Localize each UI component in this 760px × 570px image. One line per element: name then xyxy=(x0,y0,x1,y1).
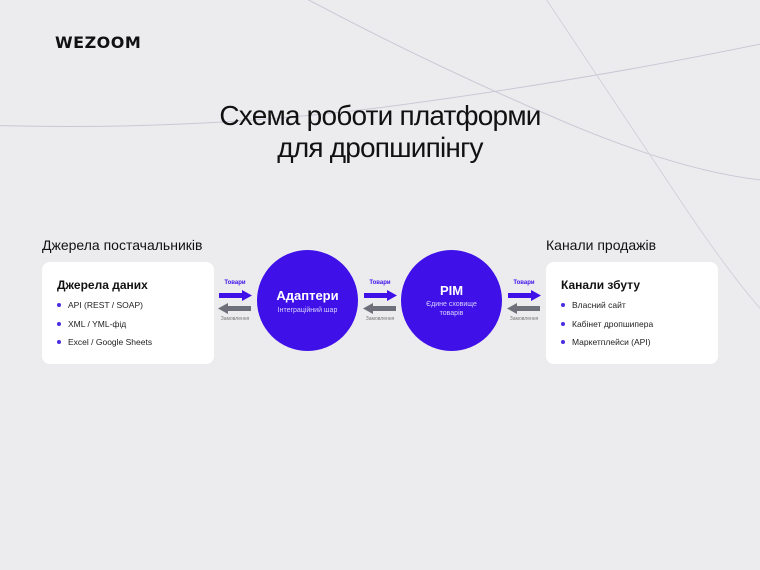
data-sources-title: Джерела даних xyxy=(57,278,148,292)
arrow-pair-sources-adapters: Товари Замовлення xyxy=(216,280,254,325)
adapters-title: Адаптери xyxy=(276,288,339,303)
sales-channels-list: Власний сайт Кабінет дропшипера Маркетпл… xyxy=(561,300,653,356)
back-arrow-label: Замовлення xyxy=(365,316,395,322)
title-line-2: для дропшипінгу xyxy=(277,132,483,163)
arrow-pair-adapters-pim: Товари Замовлення xyxy=(361,280,399,325)
pim-node: PIM Єдине сховище товарів xyxy=(401,250,502,351)
back-arrow-label: Замовлення xyxy=(509,316,539,322)
arrow-pair-icon xyxy=(363,290,397,314)
list-item: Excel / Google Sheets xyxy=(57,337,152,356)
adapters-subtitle: Інтеграційний шар xyxy=(277,307,338,314)
forward-arrow-label: Товари xyxy=(224,280,246,286)
adapters-node: Адаптери Інтеграційний шар xyxy=(257,250,358,351)
arrow-pair-icon xyxy=(507,290,541,314)
page-title: Схема роботи платформи для дропшипінгу xyxy=(0,100,760,164)
data-sources-card: Джерела даних API (REST / SOAP) XML / YM… xyxy=(42,262,214,364)
arrow-pair-icon xyxy=(218,290,252,314)
title-line-1: Схема роботи платформи xyxy=(219,100,541,131)
sales-channels-card: Канали збуту Власний сайт Кабінет дропши… xyxy=(546,262,718,364)
list-item: XML / YML-фід xyxy=(57,319,152,338)
list-item: API (REST / SOAP) xyxy=(57,300,152,319)
pim-subtitle-line-1: Єдине сховище xyxy=(426,301,477,308)
brand-logo: WEZOOM xyxy=(55,33,142,52)
forward-arrow-label: Товари xyxy=(513,280,535,286)
sales-section-label: Канали продажів xyxy=(546,237,657,253)
pim-title: PIM xyxy=(439,283,464,298)
back-arrow-label: Замовлення xyxy=(220,316,250,322)
list-item: Власний сайт xyxy=(561,300,653,319)
list-item: Кабінет дропшипера xyxy=(561,319,653,338)
data-sources-list: API (REST / SOAP) XML / YML-фід Excel / … xyxy=(57,300,152,356)
pim-subtitle-line-2: товарів xyxy=(439,310,464,317)
list-item: Маркетплейси (API) xyxy=(561,337,653,356)
suppliers-section-label: Джерела постачальників xyxy=(42,237,203,253)
forward-arrow-label: Товари xyxy=(369,280,391,286)
sales-channels-title: Канали збуту xyxy=(561,278,640,292)
arrow-pair-pim-channels: Товари Замовлення xyxy=(505,280,543,325)
